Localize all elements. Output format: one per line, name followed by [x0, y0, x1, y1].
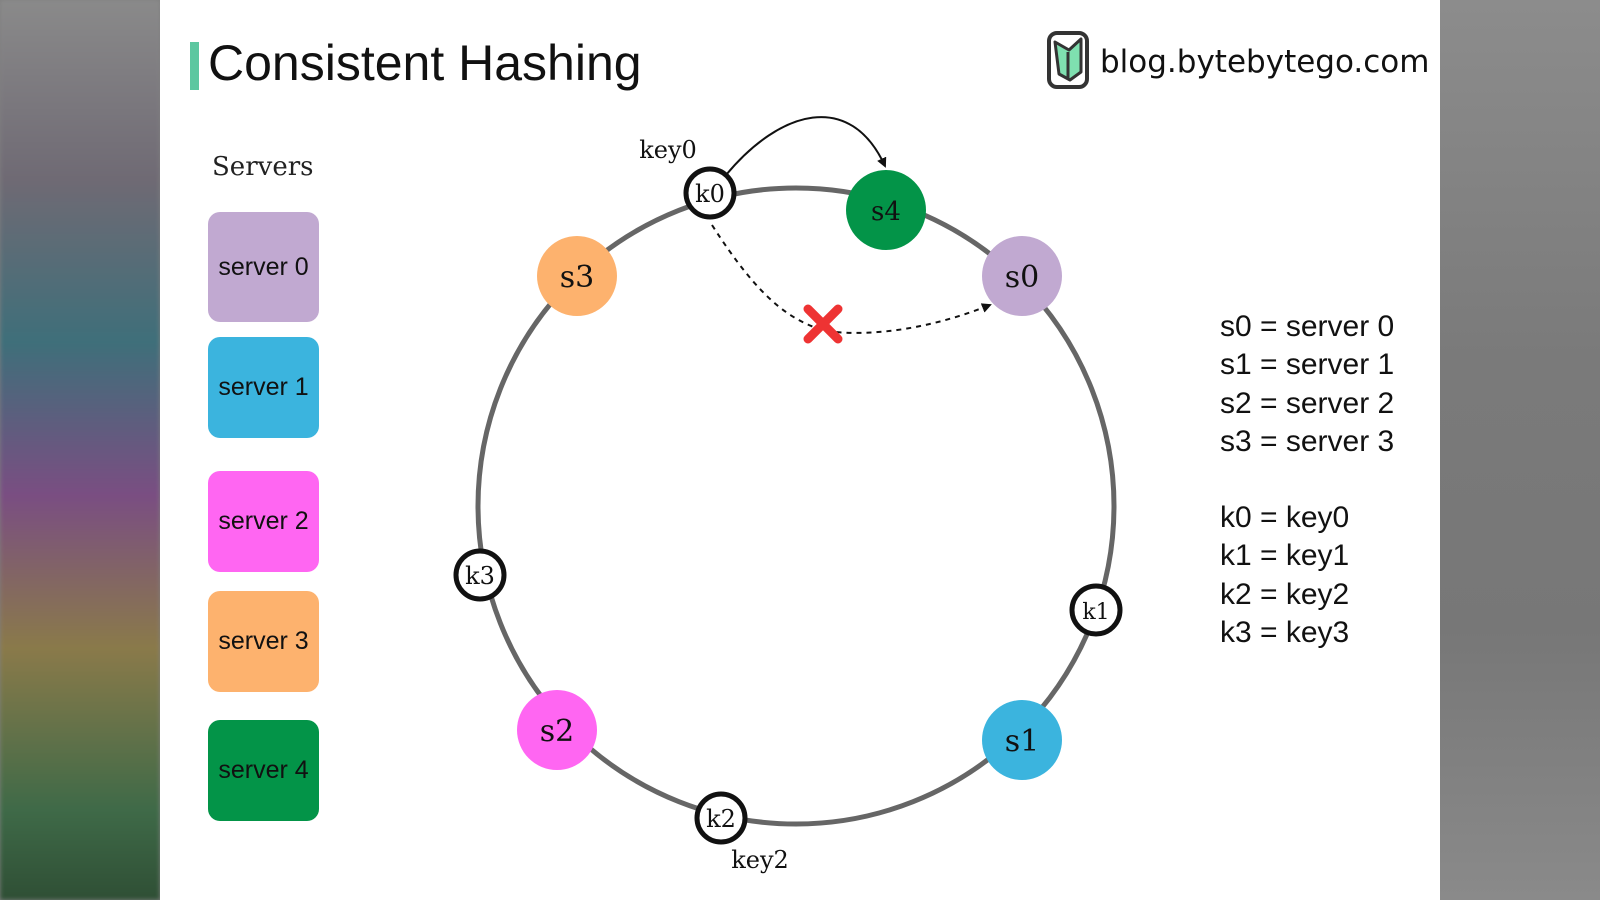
- legend-line: s0 = server 0: [1220, 310, 1395, 343]
- server-node-s1: s1: [982, 700, 1062, 780]
- server-legend: s0 = server 0 s1 = server 1 s2 = server …: [1220, 308, 1394, 461]
- server-node-s0: s0: [982, 236, 1062, 316]
- server-box-4: server 4: [208, 720, 319, 821]
- hash-ring: [475, 185, 1117, 827]
- red-x-icon: [803, 304, 843, 344]
- server-node-s4: s4: [846, 170, 926, 250]
- server-box-0: server 0: [208, 212, 319, 322]
- server-box-2: server 2: [208, 471, 319, 572]
- server-node-label: s3: [560, 260, 594, 295]
- server-box-1: server 1: [208, 337, 319, 438]
- legend-line: s1 = server 1: [1220, 348, 1395, 382]
- key2-caption: key2: [731, 846, 789, 874]
- curved-arrow-k0-to-s4: [725, 116, 887, 176]
- legend-line: k3 = key3: [1220, 615, 1350, 649]
- server-node-label: s2: [540, 714, 574, 749]
- key-node-k0: k0: [683, 166, 737, 220]
- legend-line: k1 = key1: [1220, 539, 1350, 573]
- server-node-s2: s2: [517, 690, 597, 770]
- key-node-label: k1: [1082, 600, 1109, 625]
- key-legend: k0 = key0 k1 = key1 k2 = key2 k3 = key3: [1220, 499, 1349, 652]
- brand-url: blog.bytebytego.com: [1100, 44, 1430, 80]
- legend-line: s3 = server 3: [1220, 424, 1395, 458]
- key0-caption: key0: [639, 136, 697, 164]
- title-accent-bar: [190, 42, 199, 90]
- bytebytego-logo-icon: [1047, 31, 1089, 89]
- key-node-k3: k3: [453, 548, 507, 602]
- legend-line: k2 = key2: [1220, 577, 1350, 611]
- key-node-label: k3: [465, 562, 495, 590]
- key-node-label: k0: [695, 180, 725, 208]
- slide: Consistent Hashing blog.bytebytego.com S…: [160, 0, 1440, 900]
- key-node-k2: k2: [694, 791, 748, 845]
- key-node-k1: k1: [1069, 583, 1123, 637]
- legend-line: s2 = server 2: [1220, 386, 1395, 420]
- server-node-label: s0: [1005, 260, 1039, 295]
- server-node-label: s4: [871, 197, 901, 227]
- servers-heading: Servers: [212, 152, 314, 182]
- hash-ring-diagram: s0 s1 s2 s3 s4 k0 key0 k1 k2: [453, 116, 1123, 874]
- blurred-background-right: [1440, 0, 1600, 900]
- server-node-label: s1: [1005, 724, 1039, 759]
- legend-line: k0 = key0: [1220, 501, 1350, 534]
- blurred-background-left: [0, 0, 160, 900]
- server-node-s3: s3: [537, 236, 617, 316]
- key-node-label: k2: [706, 805, 736, 833]
- page-title: Consistent Hashing: [208, 35, 642, 91]
- server-box-3: server 3: [208, 591, 319, 692]
- dashed-arrow-k0-to-s0: [711, 224, 992, 334]
